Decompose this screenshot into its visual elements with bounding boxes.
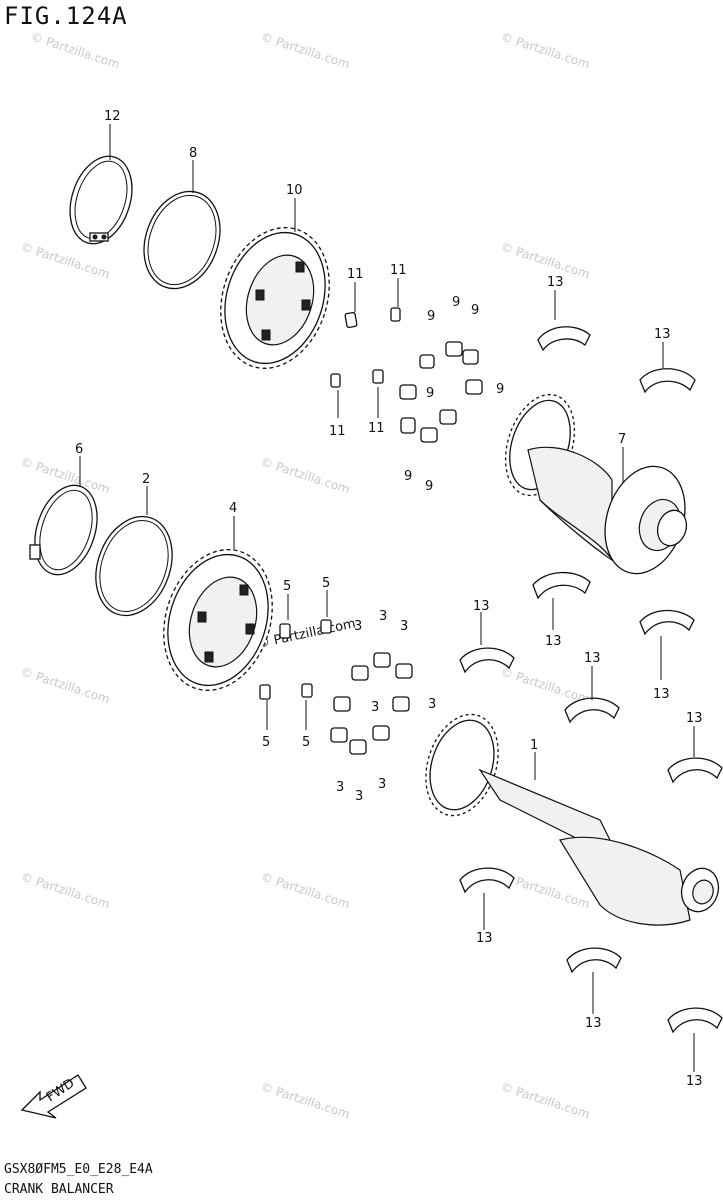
callout-6: 6	[75, 442, 83, 457]
callout-9: 9	[426, 386, 434, 401]
watermark: © Partzilla.com	[259, 30, 351, 72]
watermark: © Partzilla.com	[19, 870, 111, 912]
callout-10: 10	[286, 183, 303, 198]
pin-11-group[interactable]	[330, 307, 401, 388]
callout-3: 3	[355, 789, 363, 804]
watermark: © Partzilla.com	[19, 665, 111, 707]
callout-9: 9	[452, 295, 460, 310]
fwd-arrow: FWD	[20, 1074, 87, 1119]
watermark: © Partzilla.com	[259, 870, 351, 912]
pin-5-group[interactable]	[259, 619, 332, 700]
callout-11: 11	[390, 263, 407, 278]
washer-8[interactable]	[131, 181, 233, 300]
balancer-shaft-1[interactable]	[414, 705, 723, 926]
circlip-6[interactable]	[24, 477, 108, 582]
callout-3: 3	[379, 609, 387, 624]
callout-9: 9	[471, 303, 479, 318]
watermark: © Partzilla.com	[499, 240, 591, 282]
callout-3: 3	[400, 619, 408, 634]
leader-lines	[79, 124, 695, 1072]
callout-13: 13	[686, 711, 703, 726]
balancer-drive-gear-4[interactable]	[146, 535, 289, 704]
figure-caption: CRANK BALANCER	[4, 1182, 114, 1197]
callout-5: 5	[262, 735, 270, 750]
callout-13: 13	[545, 634, 562, 649]
callout-11: 11	[329, 424, 346, 439]
callout-9: 9	[496, 382, 504, 397]
washer-2[interactable]	[83, 506, 186, 626]
model-code: GSX8ØFM5_E0_E28_E4A	[4, 1162, 153, 1177]
callout-11: 11	[368, 421, 385, 436]
callout-3: 3	[371, 700, 379, 715]
watermark: © Partzilla.com	[499, 870, 591, 912]
circlip-12[interactable]	[60, 148, 143, 252]
watermark: © Partzilla.com	[499, 1080, 591, 1122]
callout-13: 13	[653, 687, 670, 702]
callout-labels: 12 8 10 11 11 11 11 9 9 9 9 9 9 9 13 13 …	[75, 109, 703, 1089]
callout-2: 2	[142, 472, 150, 487]
callout-13: 13	[585, 1016, 602, 1031]
callout-8: 8	[189, 146, 197, 161]
spring-3-group[interactable]	[330, 652, 413, 755]
figure-title: FIG.124A	[4, 2, 128, 30]
callout-5: 5	[322, 576, 330, 591]
spring-9-group[interactable]	[399, 341, 483, 443]
callout-4: 4	[229, 501, 237, 516]
bearing-13-group[interactable]	[459, 326, 723, 1034]
callout-12: 12	[104, 109, 121, 124]
callout-13: 13	[654, 327, 671, 342]
callout-13: 13	[476, 931, 493, 946]
callout-13: 13	[686, 1074, 703, 1089]
callout-9: 9	[425, 479, 433, 494]
callout-3: 3	[378, 777, 386, 792]
callout-3: 3	[428, 697, 436, 712]
watermark: © Partzilla.com	[19, 240, 111, 282]
callout-7: 7	[618, 432, 626, 447]
callout-5: 5	[283, 579, 291, 594]
callout-3: 3	[336, 780, 344, 795]
callout-13: 13	[473, 599, 490, 614]
watermark: © Partzilla.com	[499, 30, 591, 72]
balancer-shaft-7[interactable]	[493, 386, 698, 584]
callout-1: 1	[530, 738, 538, 753]
callout-11: 11	[347, 267, 364, 282]
callout-13: 13	[547, 275, 564, 290]
watermark: © Partzilla.com	[29, 30, 121, 72]
callout-5: 5	[302, 735, 310, 750]
callout-9: 9	[427, 309, 435, 324]
callout-3: 3	[354, 619, 362, 634]
watermark: © Partzilla.com	[259, 1080, 351, 1122]
watermark: © Partzilla.com	[259, 455, 351, 497]
callout-9: 9	[404, 469, 412, 484]
callout-13: 13	[584, 651, 601, 666]
balancer-driven-gear-10[interactable]	[203, 213, 346, 382]
